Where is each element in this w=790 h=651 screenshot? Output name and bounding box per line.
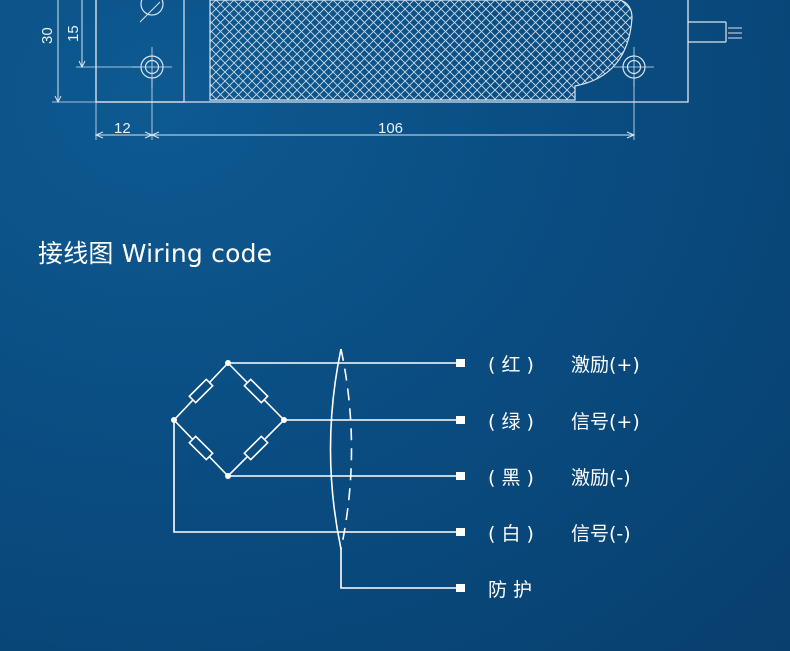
hatched-area [209, 0, 633, 101]
terminal-black [456, 472, 465, 480]
dim-15-text: 15 [65, 25, 82, 42]
wire-color-red: ( 红 ) [488, 354, 534, 376]
wire-color-green: ( 绿 ) [488, 411, 534, 433]
dim-12-text: 12 [114, 120, 131, 137]
wire-shield [340, 548, 458, 589]
terminal-shield [456, 584, 465, 592]
mounting-block [95, 0, 185, 103]
bridge-circuit [172, 361, 286, 478]
wire-color-black: ( 黑 ) [488, 467, 534, 489]
wire-signal-signal-plus: 信号(+) [571, 411, 640, 433]
wire-shield-label: 防 护 [488, 579, 533, 601]
load-cell-drawing [52, 0, 742, 140]
terminal-green [456, 416, 465, 424]
dim-106-text: 106 [378, 120, 403, 137]
junction-dots [171, 360, 287, 479]
resistor-bottom-left [188, 435, 214, 461]
resistor-top-left [188, 378, 214, 404]
wiring-diagram [172, 348, 458, 589]
wire-signal-signal-minus: 信号(-) [571, 523, 631, 545]
cable-wires [728, 27, 742, 39]
wire-color-white: ( 白 ) [488, 523, 534, 545]
wire-signal-excitation-plus: 激励(+) [571, 354, 640, 376]
resistor-bottom-right [243, 435, 269, 461]
shield-ellipse-dashed [340, 348, 353, 550]
shield-ellipse-solid [329, 348, 342, 550]
terminal-red [456, 359, 465, 367]
hole-left-top [139, 0, 164, 23]
section-title: 接线图 Wiring code [38, 239, 273, 268]
wire-terminals [456, 359, 465, 592]
wire-white [173, 420, 458, 533]
cable-stub [688, 21, 727, 43]
resistor-top-right [243, 378, 269, 404]
dim-30-text: 30 [39, 27, 56, 44]
wire-signal-excitation-minus: 激励(-) [571, 467, 631, 489]
terminal-white [456, 528, 465, 536]
